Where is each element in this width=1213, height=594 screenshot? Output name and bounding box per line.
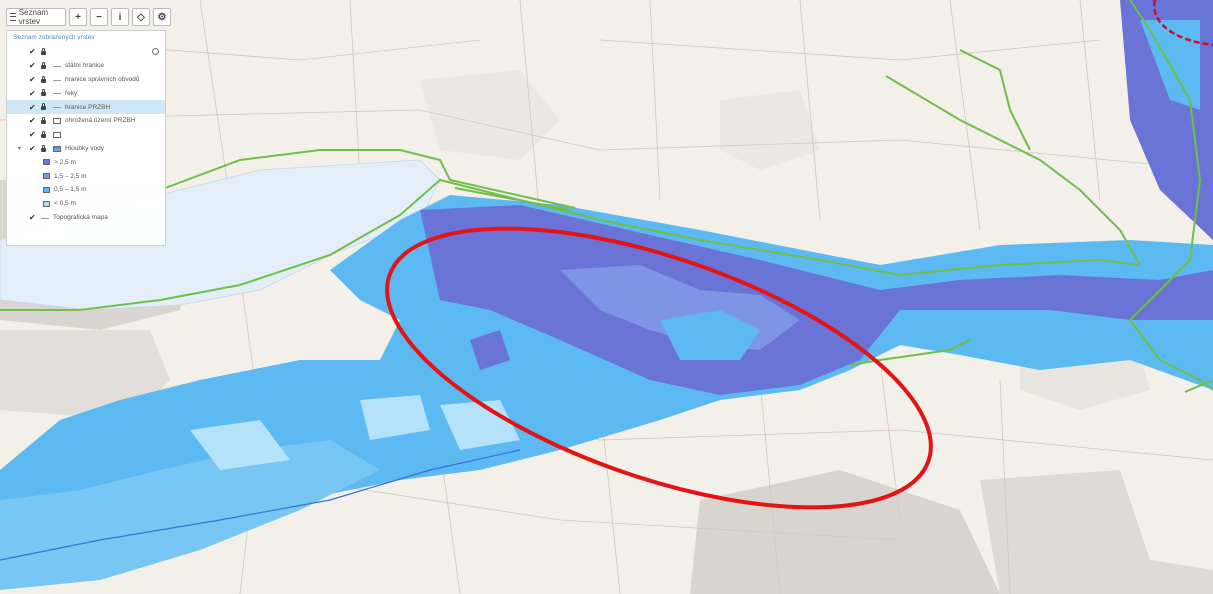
- search-icon[interactable]: [152, 48, 159, 55]
- lock-icon[interactable]: [41, 130, 46, 138]
- legend-item: > 2,5 m: [7, 155, 165, 169]
- line-symbol-icon: [53, 65, 61, 67]
- checkbox-icon[interactable]: ✔: [29, 61, 36, 71]
- lock-icon[interactable]: [41, 89, 46, 97]
- legend-swatch: [43, 173, 50, 180]
- layer-row[interactable]: ✔ ohrožená území PRZBH: [7, 114, 165, 128]
- layer-label: Hloubky vody: [65, 144, 105, 152]
- multi-symbol-icon: [53, 145, 61, 152]
- flood-very-shallow: [190, 420, 290, 470]
- lock-icon[interactable]: [41, 116, 46, 124]
- locate-icon: ◇: [137, 11, 145, 23]
- flood-deep: [470, 330, 510, 370]
- urban-area: [980, 470, 1213, 594]
- menu-icon: [10, 13, 16, 21]
- box-symbol-icon: [53, 131, 61, 138]
- layers-toggle-label: Seznam vrstev: [18, 8, 49, 26]
- box-symbol-icon: [53, 117, 61, 124]
- checkbox-icon[interactable]: ✔: [29, 212, 36, 222]
- line-symbol-icon: [53, 93, 61, 95]
- gear-icon: ⚙: [157, 11, 167, 23]
- layer-label: hranice PRZBH: [65, 103, 111, 111]
- flood-very-shallow: [440, 400, 520, 450]
- legend-item: 1,5 – 2,5 m: [7, 169, 165, 183]
- layer-row[interactable]: ✔ hranice správních obvodů: [7, 73, 165, 87]
- layer-panel: Seznam zobrazených vrstev ✔ ✔ státní hran…: [6, 30, 166, 246]
- layer-row[interactable]: ✔ hranice PRZBH: [7, 100, 165, 114]
- settings-button[interactable]: ⚙: [153, 8, 171, 26]
- layer-label: státní hranice: [65, 62, 105, 70]
- checkbox-icon[interactable]: ✔: [29, 130, 36, 140]
- checkbox-icon[interactable]: ✔: [29, 74, 36, 84]
- legend-label: 1,5 – 2,5 m: [54, 172, 87, 180]
- layer-panel-title: Seznam zobrazených vrstev: [13, 34, 95, 41]
- river: [0, 449, 521, 561]
- flood-very-shallow: [360, 395, 430, 440]
- checkbox-icon[interactable]: ✔: [29, 143, 36, 153]
- lock-icon[interactable]: [41, 103, 46, 111]
- lock-icon[interactable]: [41, 61, 46, 69]
- line-symbol-icon: [41, 217, 49, 219]
- legend-swatch: [43, 200, 50, 207]
- layer-label: ohrožená území PRZBH: [65, 117, 136, 125]
- checkbox-icon[interactable]: ✔: [29, 102, 36, 112]
- flood-deep: [420, 205, 1213, 395]
- layer-list: ✔ státní hranice ✔ hranice správních obvodů…: [7, 59, 165, 156]
- line-symbol-icon: [53, 79, 61, 81]
- layer-row[interactable]: ✔ řeky: [7, 86, 165, 100]
- urban-area: [0, 330, 170, 420]
- line-symbol-icon: [53, 107, 61, 109]
- zoom-out-button[interactable]: −: [90, 8, 108, 26]
- layer-row[interactable]: ▾ ✔ Hloubky vody: [7, 142, 165, 156]
- lock-icon[interactable]: [41, 48, 46, 55]
- village-area: [720, 90, 820, 170]
- legend-label: 0,5 – 1,5 m: [54, 186, 87, 194]
- locate-button[interactable]: ◇: [132, 8, 150, 26]
- legend-item: < 0,5 m: [7, 197, 165, 211]
- flood-shallow: [660, 310, 760, 360]
- layer-row-base[interactable]: ✔ Topografická mapa: [7, 211, 165, 225]
- highlight-ellipse: [385, 226, 933, 510]
- legend-label: < 0,5 m: [54, 200, 76, 208]
- lock-icon[interactable]: [41, 75, 46, 83]
- village-area: [420, 70, 560, 160]
- layer-row[interactable]: ✔: [7, 128, 165, 142]
- minus-icon: −: [96, 11, 102, 23]
- checkbox-icon[interactable]: ✔: [29, 88, 36, 98]
- check-all-icon[interactable]: ✔: [29, 47, 36, 57]
- info-button[interactable]: i: [111, 8, 129, 26]
- info-icon: i: [118, 11, 122, 23]
- przbh-boundary: [0, 0, 1213, 393]
- layer-panel-header: ✔: [7, 45, 165, 59]
- zoom-in-button[interactable]: +: [69, 8, 87, 26]
- legend-label: > 2,5 m: [54, 158, 76, 166]
- lock-icon[interactable]: [41, 144, 46, 152]
- layer-label: hranice správních obvodů: [65, 75, 140, 83]
- plus-icon: +: [75, 11, 81, 23]
- layers-toggle-button[interactable]: Seznam vrstev: [6, 8, 66, 26]
- depth-legend: > 2,5 m 1,5 – 2,5 m 0,5 – 1,5 m < 0,5 m: [7, 155, 165, 210]
- layer-label: řeky: [65, 89, 78, 97]
- layer-row[interactable]: ✔ státní hranice: [7, 59, 165, 73]
- checkbox-icon[interactable]: ✔: [29, 116, 36, 126]
- legend-swatch: [43, 186, 50, 193]
- chevron-down-icon[interactable]: ▾: [18, 145, 22, 152]
- layer-label: Topografická mapa: [53, 213, 108, 221]
- flood-shallow: [0, 440, 380, 590]
- legend-item: 0,5 – 1,5 m: [7, 183, 165, 197]
- reservoir: [0, 159, 441, 311]
- legend-swatch: [43, 159, 50, 166]
- map-toolbar: Seznam vrstev + − i ◇ ⚙: [6, 8, 171, 26]
- admin-border: [1153, 0, 1213, 47]
- urban-area: [690, 470, 1000, 594]
